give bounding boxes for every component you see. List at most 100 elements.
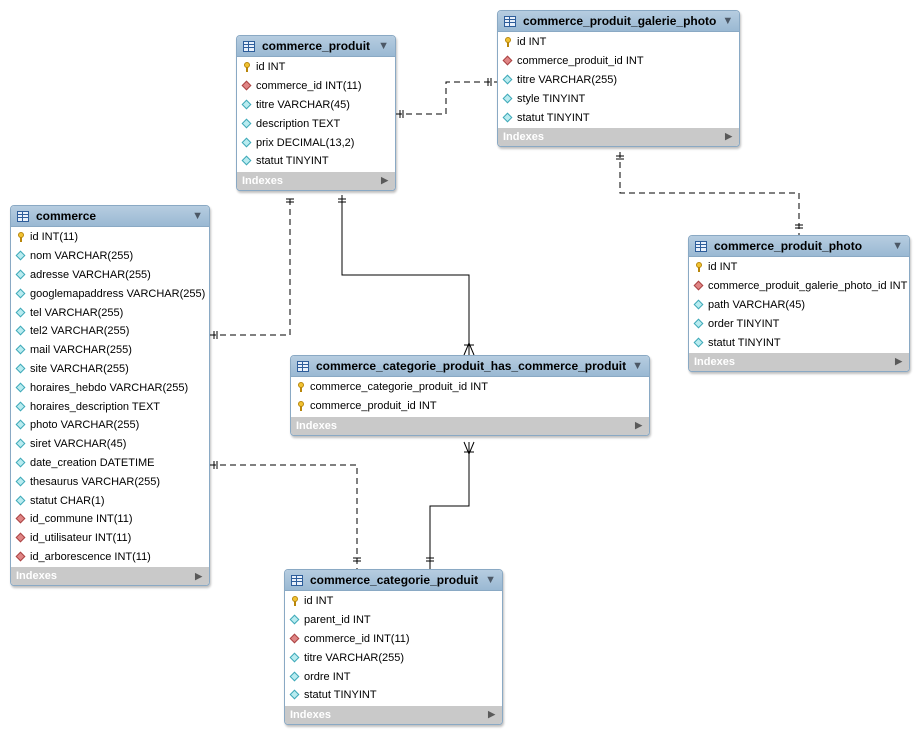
column-row[interactable]: id INT(11): [11, 228, 209, 247]
column-row[interactable]: googlemapaddress VARCHAR(255): [11, 284, 209, 303]
column-label: site VARCHAR(255): [30, 362, 129, 375]
column-row[interactable]: id_utilisateur INT(11): [11, 529, 209, 548]
column-row[interactable]: thesaurus VARCHAR(255): [11, 472, 209, 491]
column-row[interactable]: path VARCHAR(45): [689, 296, 909, 315]
indexes-section[interactable]: Indexes ▶: [237, 171, 395, 190]
column-row[interactable]: ordre INT: [285, 667, 502, 686]
column-row[interactable]: description TEXT: [237, 114, 395, 133]
column-row[interactable]: commerce_id INT(11): [285, 630, 502, 649]
expand-arrow-icon[interactable]: ▶: [635, 420, 642, 431]
indexes-section[interactable]: Indexes ▶: [689, 352, 909, 371]
rel-commerce-categorie-mark-b: [353, 557, 361, 562]
expand-arrow-icon[interactable]: ▶: [195, 570, 202, 581]
primary-key-icon: [242, 62, 252, 73]
column-row[interactable]: prix DECIMAL(13,2): [237, 133, 395, 152]
column-label: id INT: [708, 261, 738, 274]
table-name: commerce_categorie_produit_has_commerce_…: [316, 359, 627, 373]
column-row[interactable]: titre VARCHAR(255): [498, 71, 739, 90]
column-label: titre VARCHAR(45): [256, 98, 350, 111]
expand-arrow-icon[interactable]: ▶: [725, 131, 732, 142]
column-icon: [16, 477, 26, 487]
table-commerce-produit-galerie-photo[interactable]: commerce_produit_galerie_photo ▼ id INT c…: [497, 10, 740, 147]
column-row[interactable]: statut TINYINT: [498, 108, 739, 127]
table-header[interactable]: commerce_categorie_produit ▼: [285, 570, 502, 591]
column-row[interactable]: statut TINYINT: [689, 333, 909, 352]
table-header[interactable]: commerce_produit_galerie_photo ▼: [498, 11, 739, 32]
table-name: commerce_produit_galerie_photo: [523, 14, 717, 28]
column-row[interactable]: mail VARCHAR(255): [11, 341, 209, 360]
column-row[interactable]: site VARCHAR(255): [11, 360, 209, 379]
table-commerce-produit[interactable]: commerce_produit ▼ id INT commerce_id INT…: [236, 35, 396, 191]
column-icon: [16, 289, 26, 299]
column-row[interactable]: id INT: [285, 592, 502, 611]
column-icon: [16, 420, 26, 430]
column-row[interactable]: id INT: [237, 58, 395, 77]
table-commerce-categorie-produit-has-commerce-produit[interactable]: commerce_categorie_produit_has_commerce_…: [290, 355, 650, 436]
collapse-icon[interactable]: ▼: [192, 210, 203, 222]
column-label: id INT: [256, 61, 286, 74]
table-commerce-produit-photo[interactable]: commerce_produit_photo ▼ id INT commerce_…: [688, 235, 910, 372]
table-name: commerce_categorie_produit: [310, 573, 479, 587]
indexes-section[interactable]: Indexes ▶: [498, 127, 739, 146]
column-icon: [503, 94, 513, 104]
column-label: horaires_description TEXT: [30, 400, 161, 413]
table-header[interactable]: commerce_categorie_produit_has_commerce_…: [291, 356, 649, 377]
column-list: id INT commerce_produit_galerie_photo_id …: [689, 257, 909, 353]
indexes-section[interactable]: Indexes ▶: [11, 567, 209, 586]
indexes-label: Indexes: [503, 130, 544, 143]
column-row[interactable]: id INT: [498, 33, 739, 52]
primary-key-icon: [503, 37, 513, 48]
column-label: commerce_produit_id INT: [310, 400, 437, 413]
table-header[interactable]: commerce_produit ▼: [237, 36, 395, 57]
indexes-section[interactable]: Indexes ▶: [291, 416, 649, 435]
indexes-section[interactable]: Indexes ▶: [285, 705, 502, 724]
column-row[interactable]: id_arborescence INT(11): [11, 548, 209, 567]
column-row[interactable]: style TINYINT: [498, 89, 739, 108]
column-label: order TINYINT: [708, 317, 780, 330]
column-row[interactable]: tel2 VARCHAR(255): [11, 322, 209, 341]
expand-arrow-icon[interactable]: ▶: [488, 709, 495, 720]
column-row[interactable]: siret VARCHAR(45): [11, 435, 209, 454]
column-row[interactable]: id INT: [689, 258, 909, 277]
column-row[interactable]: titre VARCHAR(255): [285, 648, 502, 667]
expand-arrow-icon[interactable]: ▶: [381, 175, 388, 186]
table-header[interactable]: commerce ▼: [11, 206, 209, 227]
collapse-icon[interactable]: ▼: [378, 40, 389, 52]
column-label: id INT: [517, 36, 547, 49]
column-row[interactable]: order TINYINT: [689, 314, 909, 333]
column-row[interactable]: tel VARCHAR(255): [11, 303, 209, 322]
column-row[interactable]: commerce_categorie_produit_id INT: [291, 378, 649, 397]
column-row[interactable]: statut CHAR(1): [11, 491, 209, 510]
column-label: titre VARCHAR(255): [304, 651, 405, 664]
column-row[interactable]: horaires_description TEXT: [11, 397, 209, 416]
column-row[interactable]: adresse VARCHAR(255): [11, 266, 209, 285]
column-row[interactable]: commerce_id INT(11): [237, 77, 395, 96]
column-icon: [503, 75, 513, 85]
collapse-icon[interactable]: ▼: [722, 15, 734, 27]
column-row[interactable]: horaires_hebdo VARCHAR(255): [11, 378, 209, 397]
column-row[interactable]: photo VARCHAR(255): [11, 416, 209, 435]
table-header[interactable]: commerce_produit_photo ▼: [689, 236, 909, 257]
indexes-label: Indexes: [296, 419, 337, 432]
collapse-icon[interactable]: ▼: [485, 574, 496, 586]
column-row[interactable]: commerce_produit_id INT: [498, 52, 739, 71]
collapse-icon[interactable]: ▼: [892, 240, 903, 252]
column-row[interactable]: statut TINYINT: [285, 686, 502, 705]
column-row[interactable]: commerce_produit_id INT: [291, 397, 649, 416]
column-row[interactable]: date_creation DATETIME: [11, 454, 209, 473]
column-row[interactable]: statut TINYINT: [237, 152, 395, 171]
collapse-icon[interactable]: ▼: [632, 360, 644, 372]
column-row[interactable]: nom VARCHAR(255): [11, 247, 209, 266]
column-row[interactable]: parent_id INT: [285, 611, 502, 630]
rel-commerce-produit: [210, 195, 291, 336]
column-label: commerce_categorie_produit_id INT: [310, 381, 488, 394]
column-row[interactable]: id_commune INT(11): [11, 510, 209, 529]
column-icon: [694, 300, 704, 310]
table-icon: [243, 40, 255, 52]
column-row[interactable]: commerce_produit_galerie_photo_id INT: [689, 277, 909, 296]
expand-arrow-icon[interactable]: ▶: [895, 356, 902, 367]
column-row[interactable]: titre VARCHAR(45): [237, 96, 395, 115]
table-commerce[interactable]: commerce ▼ id INT(11)nom VARCHAR(255)adr…: [10, 205, 210, 587]
rel-produit-galerie: [396, 81, 497, 115]
